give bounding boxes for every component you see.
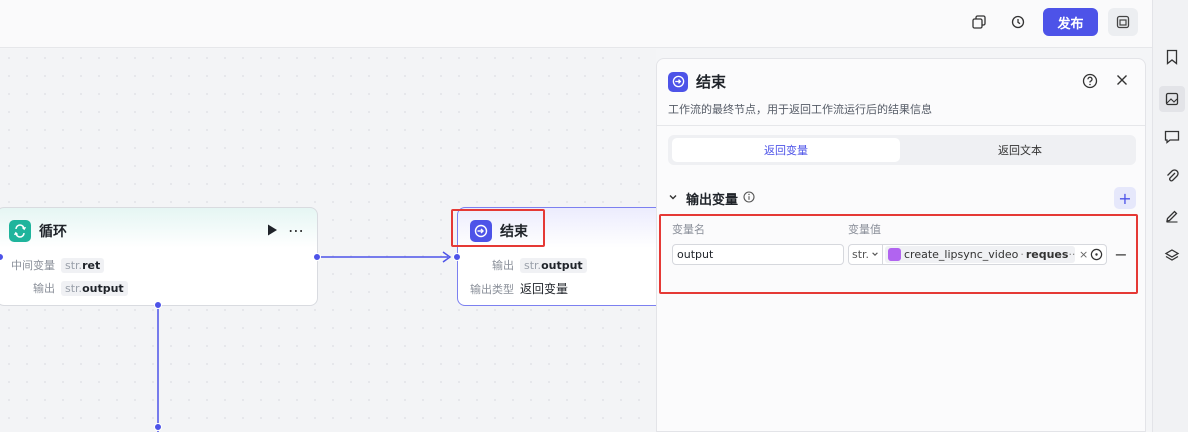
remove-variable-button[interactable]: − [1114, 244, 1128, 264]
bookmark-icon[interactable] [1162, 47, 1182, 67]
variable-type-select[interactable]: str. [848, 244, 883, 265]
attachment-icon[interactable] [1162, 166, 1182, 186]
type-label: str. [524, 258, 542, 272]
loop-body-port[interactable] [154, 423, 162, 431]
return-mode-tabs: 返回变量 返回文本 [668, 135, 1136, 165]
row-label: 输出 [492, 259, 514, 272]
ref-ellipsis: ··· [1068, 248, 1075, 261]
node-ref-icon [888, 248, 901, 261]
loop-output-port[interactable] [313, 253, 321, 261]
run-icon[interactable] [266, 223, 278, 240]
column-header-name: 变量名 [672, 223, 705, 236]
row-label: 中间变量 [11, 259, 55, 272]
highlight-output-variable [659, 214, 1138, 294]
tab-return-text[interactable]: 返回文本 [998, 144, 1042, 157]
reference-chip[interactable]: create_lipsync_video · reques ··· [885, 246, 1075, 263]
tab-return-variable[interactable]: 返回变量 [672, 138, 900, 162]
end-node[interactable]: 结束 输出 str.output 输出类型 返回变量 [457, 207, 667, 306]
var-tag: str.output [520, 257, 587, 273]
end-row-return-type: 输出类型 返回变量 [470, 280, 568, 297]
comment-icon[interactable] [1162, 127, 1182, 147]
chevron-down-icon [871, 248, 879, 261]
help-icon[interactable] [1082, 73, 1098, 92]
info-icon[interactable] [743, 190, 755, 207]
section-title: 输出变量 [686, 193, 739, 208]
type-value: str. [852, 248, 870, 261]
add-variable-button[interactable]: + [1114, 187, 1136, 209]
loop-node[interactable]: 循环 ⋯ 中间变量 str.ret 输出 str.output [0, 207, 318, 306]
publish-button[interactable]: 发布 [1043, 8, 1098, 36]
loop-row-intermediate: 中间变量 str.ret [11, 257, 105, 273]
end-node-title: 结束 [500, 224, 528, 240]
variable-name-input[interactable] [672, 244, 844, 265]
row-label: 输出 [33, 282, 55, 295]
var-tag: str.output [61, 280, 128, 296]
panel-description: 工作流的最终节点，用于返回工作流运行后的结果信息 [668, 103, 932, 116]
history-icon[interactable] [1003, 8, 1033, 36]
edit-icon[interactable] [1162, 206, 1182, 226]
variable-reference-field[interactable]: create_lipsync_video · reques ··· × [883, 244, 1107, 265]
return-type-value: 返回变量 [520, 282, 569, 296]
close-icon[interactable] [1115, 73, 1129, 90]
divider [657, 125, 1145, 126]
chevron-down-icon[interactable] [668, 191, 678, 206]
highlight-end-title [451, 209, 545, 247]
var-name: output [541, 258, 583, 272]
image-icon[interactable] [1159, 86, 1185, 112]
right-sidebar [1152, 0, 1188, 432]
end-icon [668, 71, 688, 92]
ref-node-name: create_lipsync_video [904, 248, 1019, 261]
clear-reference-icon[interactable]: × [1079, 248, 1089, 261]
end-icon [470, 220, 492, 242]
loop-row-output: 输出 str.output [11, 280, 128, 296]
copy-icon[interactable] [964, 8, 994, 36]
var-name: output [82, 281, 124, 295]
layers-icon[interactable] [1162, 246, 1182, 266]
row-label: 输出类型 [470, 282, 514, 296]
loop-bottom-port[interactable] [154, 301, 162, 309]
variable-picker-icon[interactable] [1090, 248, 1103, 264]
ref-separator: · [1020, 248, 1024, 261]
var-tag: str.ret [61, 257, 105, 273]
output-variables-header[interactable]: 输出变量 [668, 189, 755, 208]
end-row-output: 输出 str.output [470, 257, 587, 273]
connection-lines [157, 251, 452, 432]
var-name: ret [82, 258, 101, 272]
end-properties-panel: 结束 工作流的最终节点，用于返回工作流运行后的结果信息 返回变量 返回文本 输出… [656, 58, 1146, 432]
type-label: str. [65, 281, 83, 295]
ref-field-name: reques [1025, 248, 1069, 261]
panel-toggle-icon[interactable] [1108, 8, 1138, 36]
more-icon[interactable]: ⋯ [288, 221, 305, 240]
loop-node-title: 循环 [39, 224, 67, 240]
type-label: str. [65, 258, 83, 272]
column-header-value: 变量值 [848, 223, 881, 236]
top-toolbar: 发布 [0, 0, 1152, 48]
loop-icon [9, 220, 31, 242]
end-input-port[interactable] [453, 253, 461, 261]
panel-title: 结束 [696, 73, 727, 91]
